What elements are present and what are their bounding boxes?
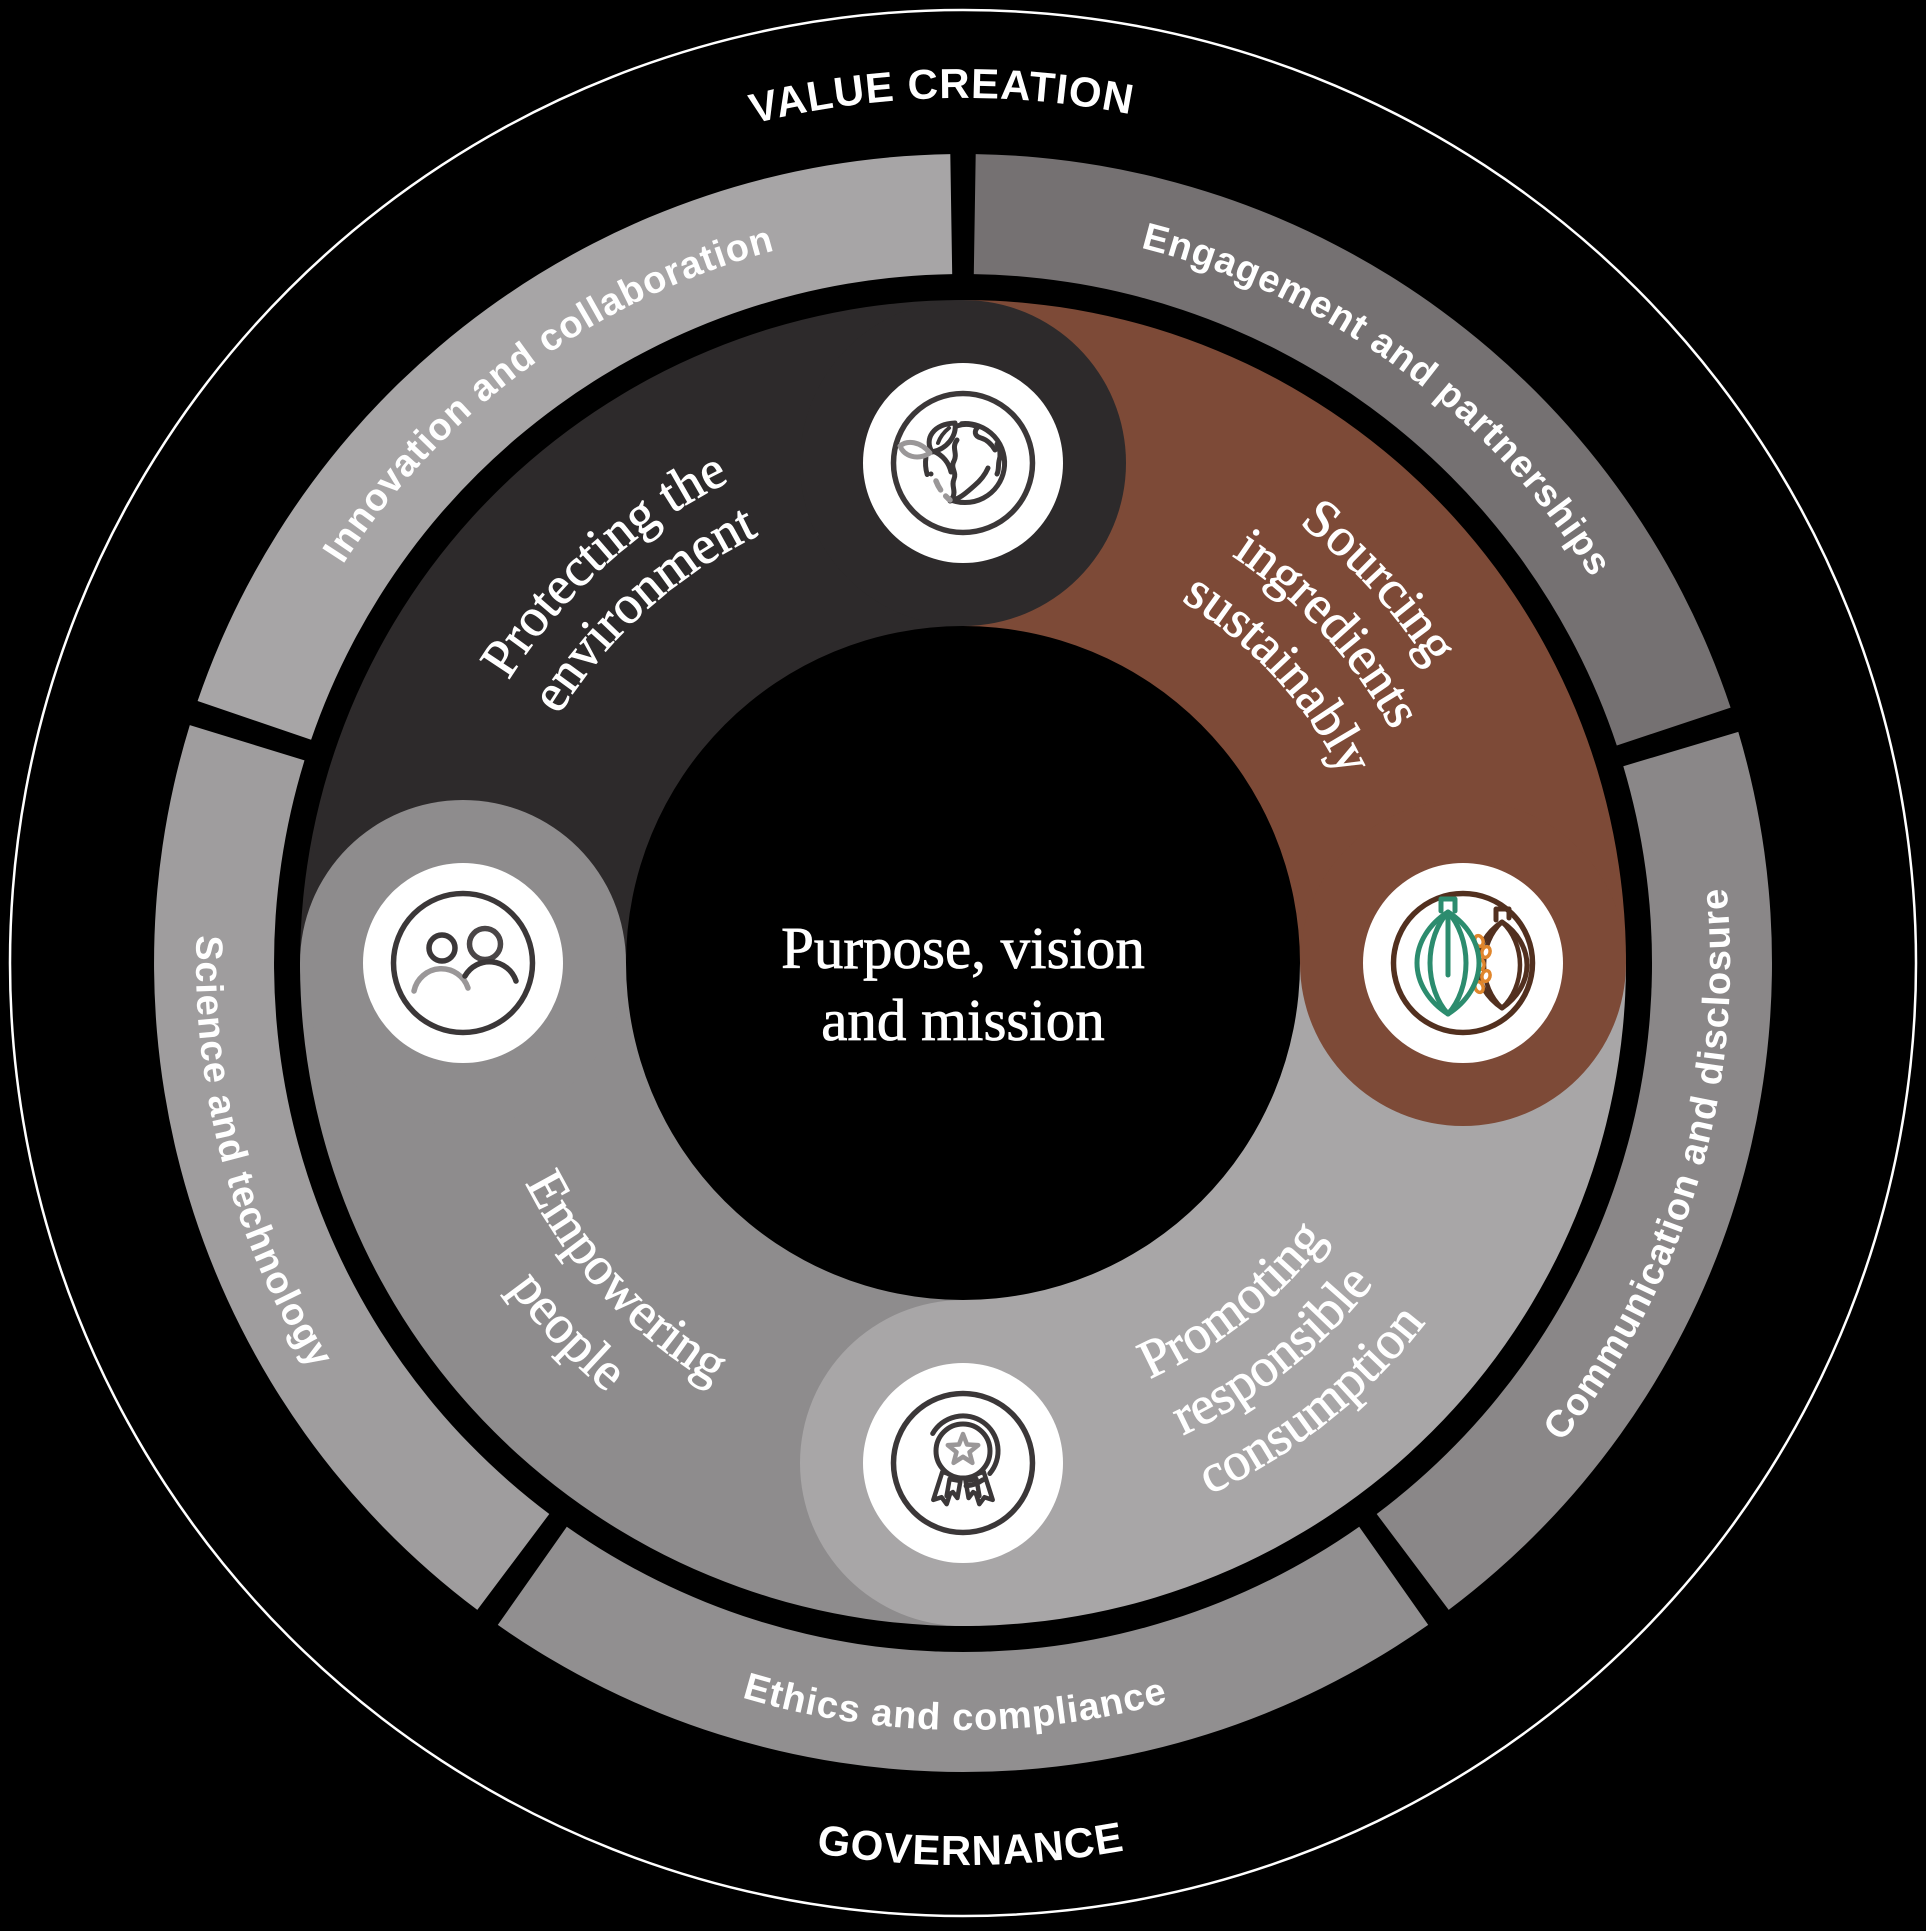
svg-text:and mission: and mission <box>821 987 1105 1053</box>
svg-text:Purpose, vision: Purpose, vision <box>781 915 1145 981</box>
